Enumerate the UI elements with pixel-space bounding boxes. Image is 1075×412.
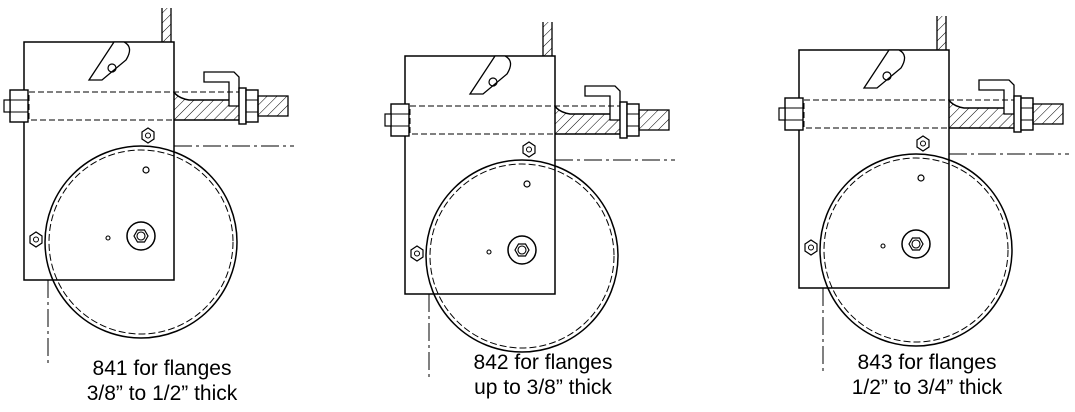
trolley-842 (384, 21, 676, 382)
caption-843-line1: 843 for flanges (857, 351, 997, 374)
caption-843: 843 for flanges 1/2” to 3/4” thick (822, 350, 1032, 400)
caption-842-line2: up to 3/8” thick (474, 376, 612, 399)
caption-841-line2: 3/8” to 1/2” thick (86, 382, 238, 405)
caption-841: 841 for flanges 3/8” to 1/2” thick (62, 356, 262, 406)
trolley-841 (3, 7, 295, 368)
caption-842: 842 for flanges up to 3/8” thick (443, 350, 643, 400)
caption-842-line1: 842 for flanges (473, 351, 613, 374)
caption-841-line1: 841 for flanges (92, 357, 232, 380)
caption-843-line2: 1/2” to 3/4” thick (851, 376, 1003, 399)
trolley-843 (778, 15, 1070, 376)
